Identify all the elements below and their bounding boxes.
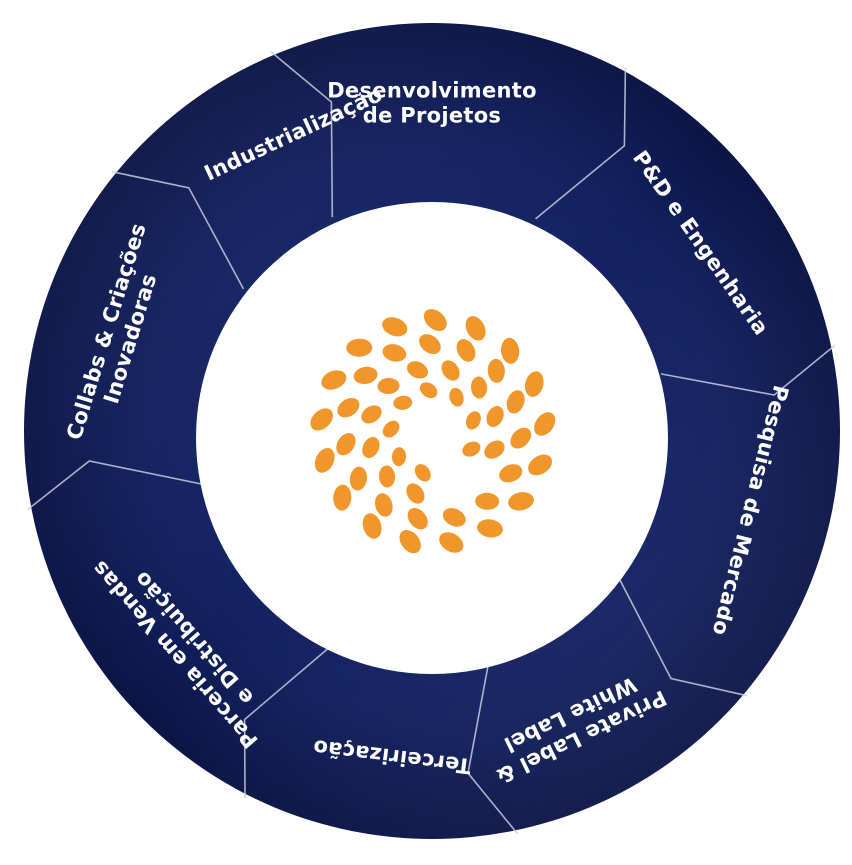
logo-petal [419, 334, 441, 355]
logo-petal [484, 440, 505, 459]
logo-petal [524, 371, 544, 397]
logo-petal [439, 532, 464, 553]
logo-petal [510, 427, 532, 449]
logo-petal [362, 513, 382, 539]
logo-petal [441, 360, 460, 381]
logo-petal [506, 390, 525, 414]
logo-petal [534, 412, 556, 436]
logo-petal [374, 493, 393, 517]
orange-petal-spiral-logo-icon [310, 309, 556, 554]
logo-petal [310, 408, 333, 431]
logo-petal [508, 492, 534, 511]
segment-divider [111, 170, 245, 290]
logo-petal [353, 366, 378, 385]
logo-petal [377, 377, 400, 395]
logo-petal [336, 433, 356, 456]
logo-petal [399, 529, 421, 554]
logo-petal [465, 316, 486, 341]
logo-petal [462, 441, 481, 457]
logo-petal [470, 376, 488, 399]
logo-petal [321, 370, 347, 390]
center-circle [196, 202, 668, 674]
logo-petal [477, 519, 503, 538]
segment-divider [534, 67, 627, 220]
logo-petal [475, 492, 500, 510]
logo-petal [382, 344, 407, 362]
segment-label: Desenvolvimento [327, 79, 537, 103]
logo-petal [382, 317, 408, 337]
logo-petal [414, 464, 431, 482]
logo-petal [382, 420, 400, 438]
logo-petal [406, 483, 425, 504]
logo-petal [442, 508, 466, 527]
segment-divider [270, 51, 334, 218]
logo-petal [393, 395, 413, 410]
logo-petal [314, 448, 335, 473]
logo-petal [456, 339, 476, 362]
segment-dividers [27, 51, 836, 835]
logo-petal [349, 466, 367, 491]
segment-divider [27, 460, 203, 511]
logo-petal [486, 406, 504, 427]
logo-petal [362, 437, 380, 458]
segment-divider [617, 575, 748, 697]
logo-petal [346, 338, 373, 357]
segment-label: de Projetos [363, 104, 501, 128]
logo-petal [337, 397, 360, 418]
logo-petal [391, 447, 407, 467]
logo-petal [487, 358, 505, 383]
segment-divider [660, 344, 836, 396]
logo-petal [423, 309, 447, 331]
logo-petal [407, 361, 428, 379]
logo-petal [361, 405, 382, 424]
logo-petal [499, 464, 523, 483]
logo-petal [407, 508, 428, 530]
logo-petal [528, 454, 553, 476]
logo-petal [501, 337, 520, 364]
segment-divider [243, 644, 333, 799]
segment-divider [467, 659, 519, 835]
logo-petal [378, 465, 396, 488]
logo-petal [333, 484, 352, 511]
logo-petal [419, 382, 438, 399]
logo-petal [449, 387, 464, 407]
logo-petal [465, 411, 481, 430]
